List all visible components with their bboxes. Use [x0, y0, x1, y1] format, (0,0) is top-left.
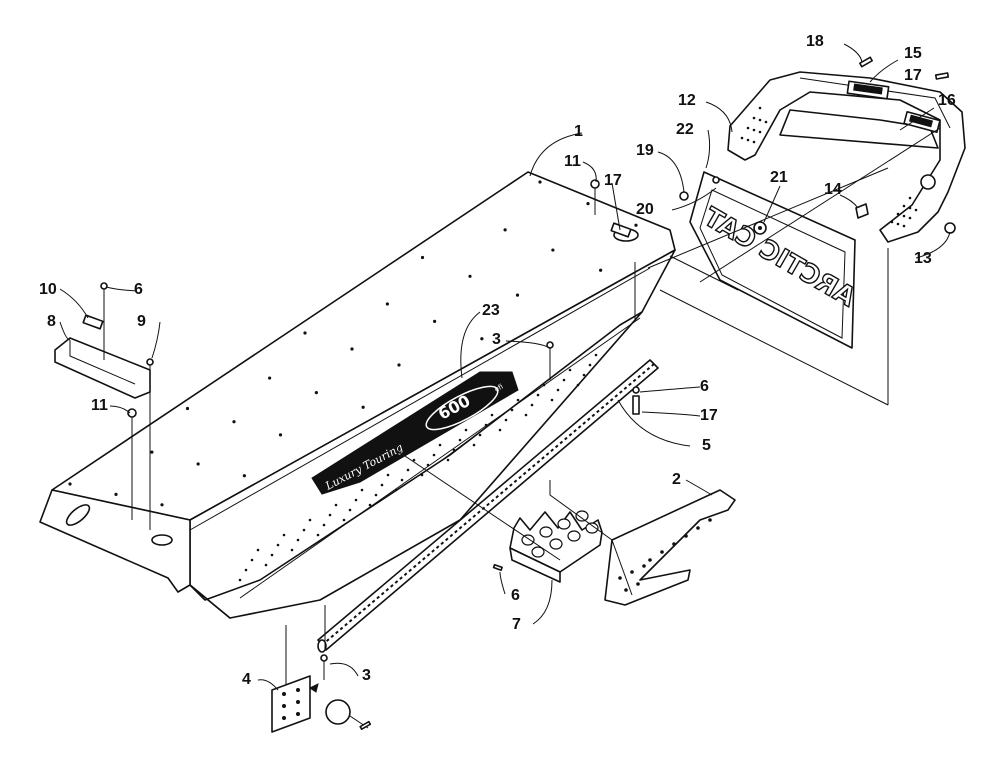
- callout-14: 14: [824, 181, 842, 198]
- callout-23: 23: [482, 302, 500, 319]
- callout-12: 12: [678, 92, 696, 109]
- tunnel-perforations: [238, 353, 598, 582]
- callout-18: 18: [806, 33, 824, 50]
- callout-15: 15: [904, 45, 922, 62]
- left-bracket: [54, 314, 151, 399]
- callout-17-top-right: 17: [904, 67, 922, 84]
- footrest-bracket: [604, 489, 736, 606]
- running-board-edge: [317, 359, 659, 653]
- callout-11-top: 11: [564, 153, 581, 170]
- callout-10: 10: [39, 281, 57, 298]
- callout-20: 20: [636, 201, 654, 218]
- callout-13: 13: [914, 250, 932, 267]
- hardware-pins: [100, 179, 640, 690]
- callout-17-right: 17: [700, 407, 718, 424]
- callout-22: 22: [676, 121, 694, 138]
- tunnel-rivet-holes: [68, 180, 638, 507]
- callout-11-left: 11: [91, 397, 108, 414]
- callout-21: 21: [770, 169, 788, 186]
- callout-4: 4: [242, 671, 251, 688]
- leader-lines: [59, 43, 951, 691]
- decal-sup-text: efi: [493, 383, 504, 394]
- callout-6-left: 6: [134, 281, 143, 298]
- traction-plate-holes: [521, 510, 599, 558]
- snow-flap: ARCTIC CAT: [679, 171, 861, 349]
- small-plate: [271, 675, 369, 733]
- callout-6-right: 6: [700, 378, 709, 395]
- callout-1: 1: [574, 123, 583, 140]
- grab-bar-grip-holes: [740, 106, 918, 228]
- callout-6-bottom: 6: [511, 587, 520, 604]
- footrest-bracket-holes: [618, 518, 712, 592]
- callout-16: 16: [938, 92, 956, 109]
- callout-3-upper: 3: [492, 331, 501, 348]
- callout-8: 8: [47, 313, 56, 330]
- callout-3-lower: 3: [362, 667, 371, 684]
- callout-19: 19: [636, 142, 654, 159]
- screws: [359, 56, 950, 731]
- callout-2: 2: [672, 471, 681, 488]
- callout-9: 9: [137, 313, 146, 330]
- callout-17-tunnel: 17: [604, 172, 622, 189]
- rear-grab-bar: [727, 71, 966, 243]
- callout-7: 7: [512, 616, 521, 633]
- callout-5: 5: [702, 437, 711, 454]
